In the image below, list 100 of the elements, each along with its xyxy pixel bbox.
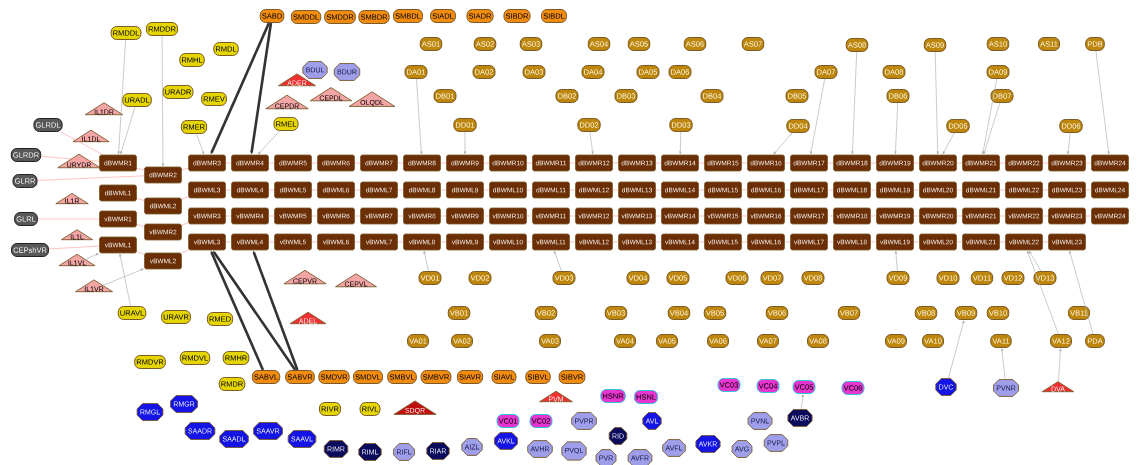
connector-line <box>354 215 361 217</box>
arrow <box>1067 132 1071 155</box>
connector-line <box>60 131 103 155</box>
arrow <box>810 78 825 155</box>
arrow <box>102 268 144 286</box>
connector-line <box>999 215 1006 217</box>
connector-line <box>354 241 361 243</box>
arrow <box>934 51 939 155</box>
arrow <box>416 78 423 155</box>
connector-line <box>268 241 275 243</box>
arrow <box>1058 348 1062 382</box>
connector-line <box>225 241 232 243</box>
connector-line <box>612 162 619 164</box>
connector-line <box>784 189 791 191</box>
connector-line <box>655 162 662 164</box>
connector-line <box>569 215 576 217</box>
connector-line <box>612 189 619 191</box>
arrow <box>258 130 280 155</box>
connector-line <box>268 215 275 217</box>
arrow <box>589 131 594 155</box>
connector-line <box>181 222 189 226</box>
connector-line <box>483 241 490 243</box>
connector-line <box>136 224 145 227</box>
connector-line <box>913 189 920 191</box>
arrow <box>1069 250 1094 335</box>
connector-line <box>956 241 963 243</box>
connector-line <box>999 162 1006 164</box>
connector-line <box>526 215 533 217</box>
arrow <box>210 22 271 155</box>
arrow <box>773 132 793 155</box>
connector-line <box>655 215 662 217</box>
connector-line <box>268 162 275 164</box>
connector-line <box>181 249 189 254</box>
connector-line <box>784 241 791 243</box>
connector-line <box>440 162 447 164</box>
arrow <box>1000 348 1006 380</box>
arrow <box>679 131 682 155</box>
connector-line <box>311 189 318 191</box>
connector-line <box>612 215 619 217</box>
connector-line <box>440 189 447 191</box>
connector-line <box>225 215 232 217</box>
arrow <box>119 253 131 307</box>
connector-line <box>655 189 662 191</box>
arrow <box>1029 250 1042 272</box>
connector-line <box>784 215 791 217</box>
connector-line <box>870 162 877 164</box>
connector-line <box>440 241 447 243</box>
connector-line <box>1042 189 1049 191</box>
connector-line <box>569 241 576 243</box>
arrow <box>85 253 99 260</box>
connector-line <box>311 241 318 243</box>
connector-line <box>1042 241 1049 243</box>
connector-line <box>526 189 533 191</box>
connector-line <box>827 215 834 217</box>
arrow <box>120 106 136 155</box>
connector-line <box>397 215 404 217</box>
arrow <box>948 320 965 379</box>
connector-line <box>225 189 232 191</box>
arrow <box>250 22 273 154</box>
connector-line <box>397 189 404 191</box>
connector-line <box>1085 189 1092 191</box>
connector-line <box>354 162 361 164</box>
connector-line <box>741 241 748 243</box>
connector-line <box>612 241 619 243</box>
arrow <box>800 394 804 410</box>
connector-line <box>655 241 662 243</box>
connector-line <box>827 241 834 243</box>
connector-line <box>698 241 705 243</box>
connector-line <box>999 189 1006 191</box>
connector-line <box>569 189 576 191</box>
connector-line <box>1085 215 1092 217</box>
connector-line <box>913 215 920 217</box>
arrow <box>210 250 265 371</box>
connector-line <box>870 241 877 243</box>
connector-line <box>311 162 318 164</box>
connector-line <box>136 198 145 201</box>
connector-line <box>741 215 748 217</box>
arrow <box>894 102 898 155</box>
connector-line <box>569 162 576 164</box>
connector-line <box>483 162 490 164</box>
connector-line <box>354 189 361 191</box>
arrow <box>894 250 898 272</box>
arrow <box>423 250 429 272</box>
connector-line <box>1042 162 1049 164</box>
connector-line <box>37 218 100 220</box>
connector-line <box>181 196 189 200</box>
arrow <box>213 250 297 371</box>
connector-line <box>526 241 533 243</box>
connector-line <box>136 251 145 255</box>
arrow <box>983 102 1001 155</box>
connector-line <box>784 162 791 164</box>
connector-line <box>698 189 705 191</box>
connector-line <box>225 162 232 164</box>
connector-line <box>956 215 963 217</box>
arrow <box>1027 250 1059 335</box>
arrow <box>554 250 562 272</box>
connector-line <box>136 167 145 171</box>
arrow <box>982 78 997 155</box>
connector-line <box>483 215 490 217</box>
connector-line <box>698 215 705 217</box>
